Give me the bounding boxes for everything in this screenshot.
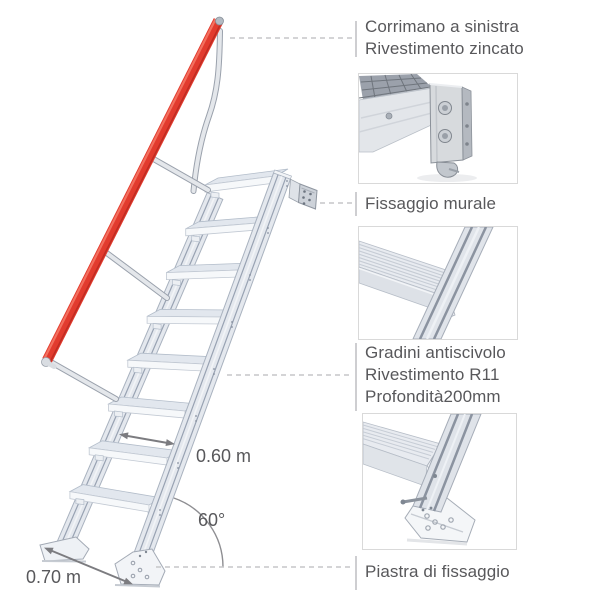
callout-line: Corrimano a sinistra <box>365 17 520 36</box>
callout-line: Fissaggio murale <box>365 194 497 213</box>
callout-wall-mount: Fissaggio murale <box>365 193 496 215</box>
callout-line: Piastra di fissaggio <box>365 562 510 581</box>
incline-angle-label: 60° <box>198 510 226 530</box>
callout-handrail: Corrimano a sinistra Rivestimento zincat… <box>365 16 524 60</box>
handrail-red-bar <box>42 18 224 363</box>
left-foot-plate <box>39 536 90 563</box>
right-stringer <box>132 169 292 561</box>
base-depth-label: 0.70 m <box>26 567 82 587</box>
tread <box>185 215 271 243</box>
wall-bracket-detail-photo <box>358 73 518 184</box>
tread <box>146 308 235 332</box>
base-fixing-plate <box>114 548 166 588</box>
tread-profile-detail-art <box>359 227 494 339</box>
base-plate-detail-art <box>363 414 482 546</box>
leader-lines <box>156 37 352 568</box>
tread <box>204 168 289 199</box>
callout-line: Gradini antiscivolo <box>365 343 506 362</box>
tread-profile-detail-photo <box>358 226 518 340</box>
callout-line: Rivestimento R11 <box>365 365 500 384</box>
width-dimension-arrow <box>119 432 175 446</box>
base-plate-detail-photo <box>362 413 517 550</box>
callout-line: Profondità200mm <box>365 387 501 406</box>
callout-treads: Gradini antiscivolo Rivestimento R11 Pro… <box>365 342 506 408</box>
depth-dimension-arrow <box>44 547 133 585</box>
tread-width-label: 0.60 m <box>196 446 252 466</box>
handrail-braces <box>46 154 211 402</box>
angle-arc <box>173 497 224 568</box>
callout-base-plate: Piastra di fissaggio <box>365 561 510 583</box>
handrail-top-post <box>190 28 223 194</box>
callout-line: Rivestimento zincato <box>365 39 524 58</box>
handrail <box>41 16 224 369</box>
wall-mount-bracket <box>288 178 318 210</box>
wall-bracket-detail-art <box>359 74 477 182</box>
